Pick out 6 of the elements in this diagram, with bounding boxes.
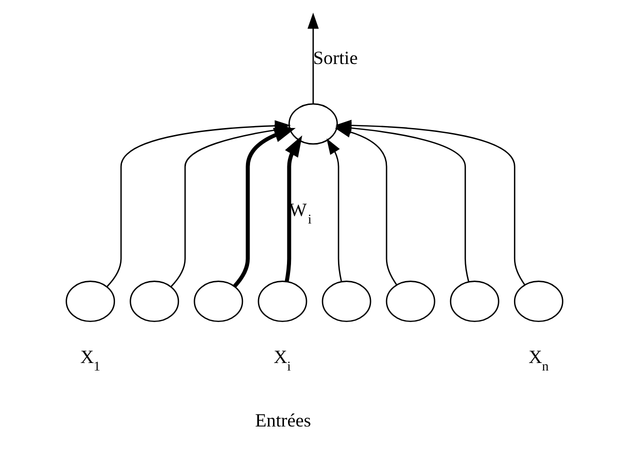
edge-label: W$_{i}$ [289,200,312,227]
node-label: X$_{n}$ [528,346,549,374]
edge-label: Sortie [313,48,358,70]
label: Entrées [255,410,312,432]
node-label: X$_{i}$ [274,346,291,374]
node-label: X$_{1}$ [80,346,100,374]
